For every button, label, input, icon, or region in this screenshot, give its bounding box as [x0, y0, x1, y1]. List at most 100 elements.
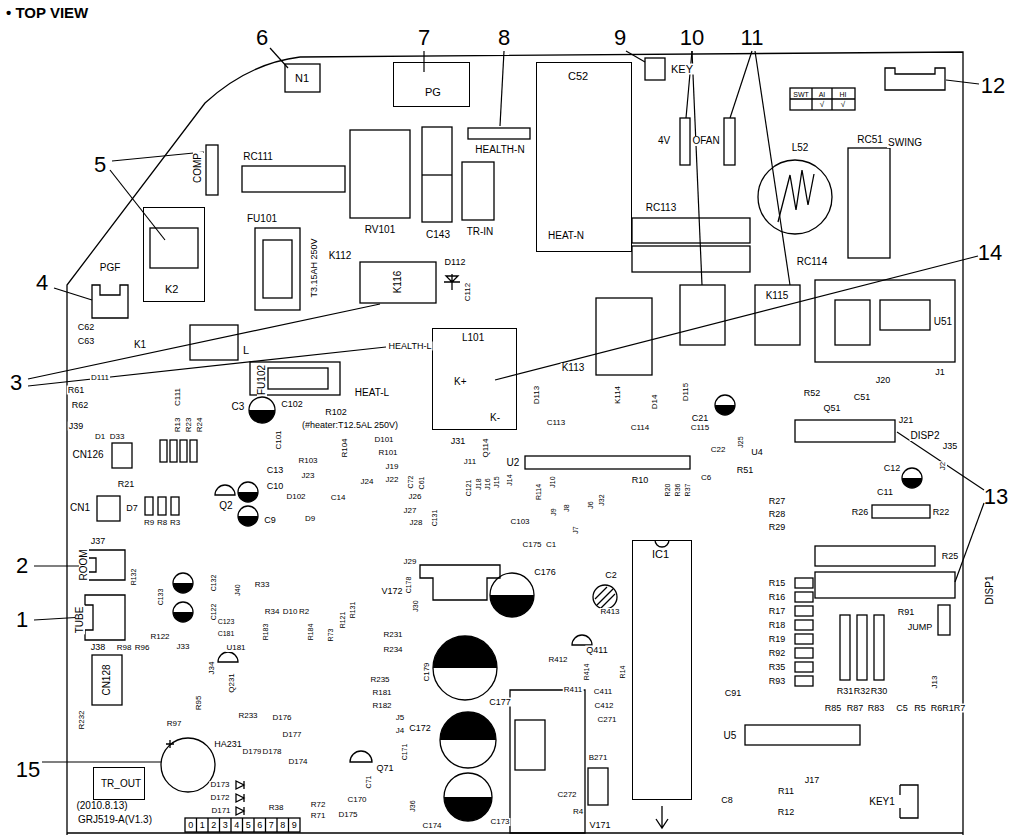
component-box: TR_OUT — [93, 767, 145, 800]
board-art — [242, 166, 345, 192]
component-label: D171 — [210, 807, 231, 815]
component-box: C52HEAT-N — [536, 62, 632, 252]
component-label: D9 — [304, 515, 316, 523]
component-label: R16 — [768, 593, 787, 602]
component-label: 6 — [256, 821, 263, 830]
board-art — [67, 52, 963, 835]
board-art — [161, 738, 215, 792]
board-art — [85, 595, 125, 640]
component-label: D179 — [241, 748, 262, 756]
callout-number: 14 — [977, 242, 1003, 264]
component-label: J16 — [484, 477, 491, 490]
component-label: C114 — [630, 424, 651, 432]
board-art — [88, 550, 125, 580]
board-art — [263, 240, 292, 298]
component-label: J17 — [804, 776, 821, 785]
component-label: N1 — [294, 73, 310, 84]
component-label: J21 — [898, 416, 915, 425]
board-art — [444, 773, 492, 821]
component-label: 2 — [210, 821, 217, 830]
component-label: R61 — [67, 386, 86, 395]
component-label: 1 — [199, 821, 206, 830]
component-label: C132 — [210, 574, 217, 593]
component-label: D7 — [125, 504, 139, 513]
component-label: R98 — [116, 644, 133, 652]
leader-line — [42, 761, 161, 762]
leader-line — [897, 432, 984, 490]
component-label: Q231 — [228, 672, 236, 694]
component-label: K+ — [453, 377, 468, 387]
component-label: R35 — [768, 663, 787, 672]
leader-line — [730, 51, 752, 118]
component-label: D177 — [281, 731, 302, 739]
board-art — [596, 298, 652, 375]
component-label: 8 — [279, 821, 286, 830]
view-title: • TOP VIEW — [6, 5, 88, 20]
component-label: C13 — [266, 466, 285, 475]
board-art — [815, 546, 935, 566]
callout-number: 5 — [93, 154, 107, 176]
component-label: R234 — [382, 646, 403, 654]
board-art — [171, 497, 179, 515]
leader-line — [112, 152, 204, 161]
board-art — [350, 751, 372, 762]
component-box: K2 — [143, 207, 205, 302]
component-label: R104 — [341, 437, 349, 458]
component-label: C63 — [77, 337, 96, 346]
board-art — [645, 58, 665, 80]
leader-line — [955, 503, 984, 582]
board-art — [170, 440, 177, 462]
component-label: R32 — [853, 687, 872, 696]
component-label: Q411 — [585, 646, 608, 655]
capacitor-fill — [238, 492, 258, 502]
component-label: J8 — [563, 503, 570, 512]
component-label: R95 — [195, 695, 203, 712]
component-label: RV101 — [364, 225, 396, 235]
board-art — [900, 785, 918, 818]
board-art — [444, 274, 460, 290]
component-label: Q114 — [482, 438, 490, 459]
component-label: HEAT-N — [547, 231, 585, 241]
component-label: C112 — [464, 282, 472, 303]
board-art — [190, 440, 197, 462]
component-label: R22 — [932, 508, 951, 517]
component-label: K112 — [328, 251, 353, 261]
component-label: C175 — [521, 541, 542, 549]
component-label: C10 — [266, 482, 285, 491]
component-label: R19 — [768, 635, 787, 644]
component-label: R122 — [149, 633, 170, 641]
board-art — [715, 395, 735, 415]
capacitor-fill — [490, 595, 534, 617]
component-label: L — [242, 345, 250, 356]
component-label: DISP2 — [910, 431, 941, 441]
component-label: HA231 — [213, 740, 243, 749]
callout-number: 8 — [497, 27, 511, 49]
board-art — [422, 174, 452, 175]
component-label: C115 — [690, 424, 711, 432]
board-art — [795, 676, 813, 686]
capacitor-fill — [173, 612, 193, 622]
leader-line — [692, 51, 702, 285]
component-label: D174 — [287, 758, 308, 766]
component-label: R12 — [777, 808, 796, 817]
component-label: J32 — [598, 493, 605, 506]
leader-line — [495, 256, 978, 380]
component-label: R181 — [371, 689, 392, 697]
board-art — [790, 88, 855, 110]
component-label: D176 — [271, 714, 292, 722]
board-art — [92, 285, 128, 318]
board-art — [724, 118, 735, 165]
component-label: C72 — [407, 475, 414, 490]
callout-number: 9 — [613, 27, 627, 49]
component-label: R36 — [674, 483, 681, 498]
component-label: R8 — [156, 519, 168, 527]
board-art — [218, 652, 238, 662]
component-label: J31 — [450, 437, 467, 446]
board-art — [150, 228, 198, 268]
board-art — [588, 768, 608, 805]
board-art — [185, 818, 300, 832]
component-label: R233 — [237, 712, 258, 720]
component-label: C9 — [263, 516, 277, 525]
component-label: GRJ519-A(V1.3) — [77, 815, 153, 825]
board-art — [255, 228, 300, 310]
